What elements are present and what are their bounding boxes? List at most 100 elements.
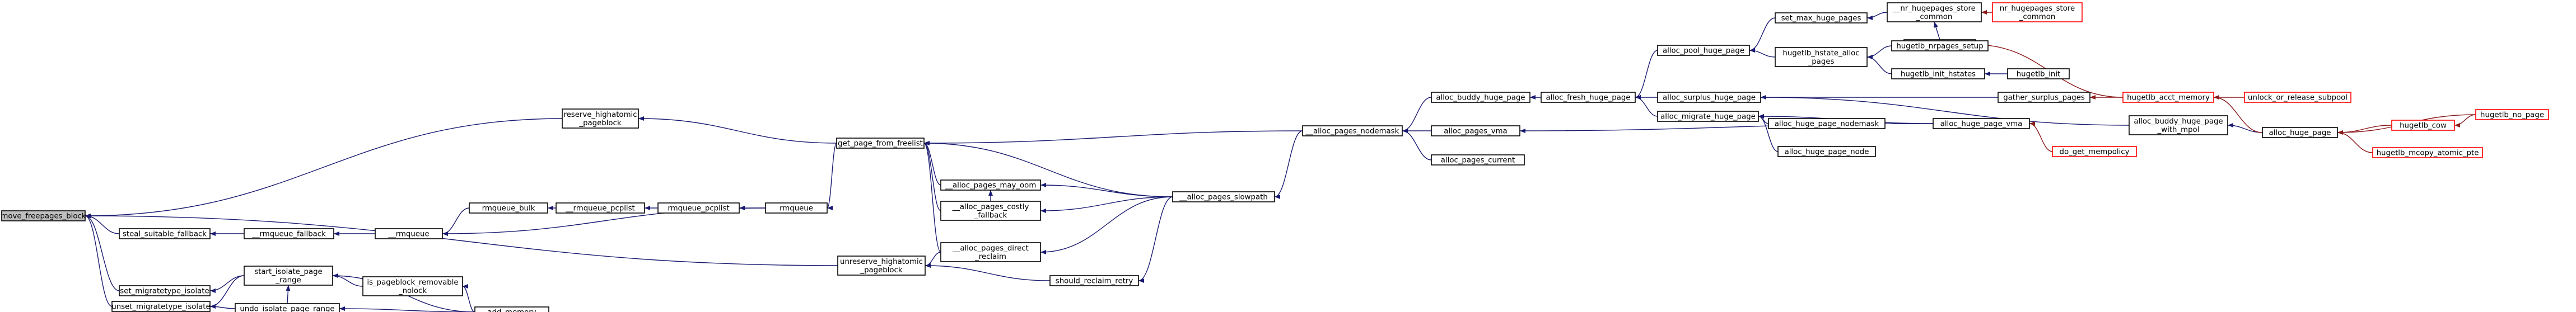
call-edge xyxy=(1274,130,1303,197)
node-box xyxy=(940,179,1041,191)
function-node-rmqueue-fallback[interactable]: __rmqueue_fallback xyxy=(244,228,334,239)
function-node-hugetlb-no-page[interactable]: hugetlb_no_page xyxy=(2475,109,2549,120)
function-node-steal-suitable-fallback[interactable]: steal_suitable_fallback xyxy=(119,228,211,239)
node-label: __alloc_pages_nodemask xyxy=(1305,127,1399,136)
function-node-hugetlb-cow[interactable]: hugetlb_cow xyxy=(2391,120,2455,131)
node-label: steal_suitable_fallback xyxy=(123,230,207,239)
call-edge xyxy=(2337,132,2373,153)
call-edge xyxy=(1040,196,1173,253)
function-node-alloc-migrate-huge-page[interactable]: alloc_migrate_huge_page xyxy=(1657,111,1759,122)
arrowhead xyxy=(2337,130,2343,135)
function-node-alloc-huge-page-nodemask[interactable]: alloc_huge_page_nodemask xyxy=(1768,118,1886,129)
function-node-rmqueue[interactable]: __rmqueue xyxy=(375,228,443,239)
node-box xyxy=(2372,147,2483,158)
node-box xyxy=(2244,92,2351,103)
function-node-alloc-surplus-huge-page[interactable]: alloc_surplus_huge_page xyxy=(1657,92,1761,103)
node-label: alloc_migrate_huge_page xyxy=(1660,113,1756,121)
node-box xyxy=(556,202,645,214)
function-node-should-reclaim-retry[interactable]: should_reclaim_retry xyxy=(1049,275,1139,286)
function-node-alloc-pages-direct-reclaim[interactable]: __alloc_pages_direct_reclaim xyxy=(940,242,1041,262)
call-edge xyxy=(2029,123,2053,152)
node-label: __alloc_pages_direct xyxy=(952,244,1029,253)
function-node-alloc-pages-costly-fallback[interactable]: __alloc_pages_costly_fallback xyxy=(940,201,1041,221)
function-node-alloc-pages-may-oom[interactable]: __alloc_pages_may_oom xyxy=(940,179,1041,191)
function-node-alloc-pages-slowpath[interactable]: __alloc_pages_slowpath xyxy=(1172,191,1275,202)
call-edge xyxy=(462,286,475,312)
function-node-undo-isolate-page-range[interactable]: undo_isolate_page_range xyxy=(235,303,340,312)
function-node-alloc-buddy-huge-page[interactable]: alloc_buddy_huge_page xyxy=(1431,92,1530,103)
call-edge xyxy=(925,265,1051,281)
function-node-reserve-highatomic-pageblock[interactable]: reserve_highatomic_pageblock xyxy=(562,108,639,129)
node-box xyxy=(1,210,86,221)
call-edge xyxy=(923,130,1303,144)
function-node-move-freepages-block[interactable]: move_freepages_block xyxy=(1,210,86,221)
node-label: _pages xyxy=(1808,58,1835,66)
node-box xyxy=(2052,146,2137,157)
node-box xyxy=(1775,12,1868,23)
function-node-alloc-pages-current[interactable]: alloc_pages_current xyxy=(1431,154,1525,166)
node-label: alloc_surplus_huge_page xyxy=(1663,94,1756,102)
node-label: alloc_huge_page xyxy=(2269,129,2331,138)
node-box xyxy=(119,228,211,239)
arrowhead xyxy=(334,231,339,236)
node-box xyxy=(1777,146,1876,157)
function-node-alloc-fresh-huge-page[interactable]: alloc_fresh_huge_page xyxy=(1541,92,1636,103)
arrowhead xyxy=(1749,48,1755,53)
node-box xyxy=(940,201,1041,221)
function-node-alloc-huge-page-vma[interactable]: alloc_huge_page_vma xyxy=(1933,118,2030,129)
function-node-is-pageblock-removable-nolock[interactable]: is_pageblock_removable_nolock xyxy=(362,276,463,296)
arrowhead xyxy=(1985,72,1990,76)
node-box xyxy=(765,202,828,214)
function-node-hugetlb-nrpages-setup[interactable]: hugetlb_nrpages_setup xyxy=(1891,40,1989,51)
node-label: rmqueue_bulk xyxy=(482,205,535,213)
function-node-start-isolate-page-range[interactable]: start_isolate_page_range xyxy=(244,266,333,286)
node-box xyxy=(2007,68,2070,79)
function-node-rmqueue[interactable]: rmqueue xyxy=(765,202,828,214)
node-box xyxy=(1431,154,1525,166)
function-node-unlock-or-release-subpool[interactable]: unlock_or_release_subpool xyxy=(2244,92,2351,103)
function-node-hugetlb-init-hstates[interactable]: hugetlb_init_hstates xyxy=(1891,68,1985,79)
function-node-alloc-huge-page-node[interactable]: alloc_huge_page_node xyxy=(1777,146,1876,157)
node-box xyxy=(837,256,926,276)
node-label: _reclaim xyxy=(974,253,1006,261)
node-box xyxy=(119,285,211,296)
function-node-hugetlb-hstate-alloc-pages[interactable]: hugetlb_hstate_alloc_pages xyxy=(1775,47,1868,67)
node-label: _with_mpol xyxy=(2157,126,2200,134)
function-node-hugetlb-mcopy-atomic-pte[interactable]: hugetlb_mcopy_atomic_pte xyxy=(2372,147,2483,158)
node-box xyxy=(1657,111,1759,122)
function-node-alloc-buddy-huge-page-with-mpol[interactable]: alloc_buddy_huge_page_with_mpol xyxy=(2129,115,2228,135)
function-node-gather-surplus-pages[interactable]: gather_surplus_pages xyxy=(1998,92,2090,103)
function-node-get-page-from-freelist[interactable]: get_page_from_freelist xyxy=(836,138,925,149)
call-edge xyxy=(827,143,837,209)
node-label: do_get_mempolicy xyxy=(2060,148,2130,157)
function-node-unset-migratetype-isolate[interactable]: unset_migratetype_isolate xyxy=(111,301,211,312)
node-label: __alloc_pages_costly xyxy=(952,203,1029,211)
node-box xyxy=(1891,68,1985,79)
function-node-nr-hugepages-store-common[interactable]: __nr_hugepages_store_common xyxy=(1887,2,1982,22)
function-node-nr-hugepages-store-common[interactable]: nr_hugepages_store_common xyxy=(1992,2,2083,22)
function-node-alloc-pages-vma[interactable]: alloc_pages_vma xyxy=(1431,125,1520,136)
function-node-set-max-huge-pages[interactable]: set_max_huge_pages xyxy=(1775,12,1868,23)
node-label: _common xyxy=(2019,13,2056,21)
function-node-alloc-pages-nodemask[interactable]: __alloc_pages_nodemask xyxy=(1302,125,1403,136)
function-node-rmqueue-pcplist[interactable]: __rmqueue_pcplist xyxy=(556,202,645,214)
function-node-alloc-pool-huge-page[interactable]: alloc_pool_huge_page xyxy=(1657,45,1750,56)
node-label: rmqueue_pcplist xyxy=(668,205,729,213)
arrowhead xyxy=(286,285,291,291)
function-node-add-memory[interactable]: add_memory xyxy=(474,306,549,312)
function-node-rmqueue-bulk[interactable]: rmqueue_bulk xyxy=(469,202,548,214)
function-node-unreserve-highatomic-pageblock[interactable]: unreserve_highatomic_pageblock xyxy=(837,256,926,276)
node-label: _nolock xyxy=(398,287,427,295)
arrowhead xyxy=(2214,95,2219,100)
arrowhead xyxy=(1402,129,1408,133)
function-node-hugetlb-init[interactable]: hugetlb_init xyxy=(2007,68,2070,79)
call-edge xyxy=(1138,196,1173,281)
function-node-do-get-mempolicy[interactable]: do_get_mempolicy xyxy=(2052,146,2137,157)
node-label: _pageblock xyxy=(578,119,621,127)
function-node-hugetlb-acct-memory[interactable]: hugetlb_acct_memory xyxy=(2122,92,2214,103)
function-node-set-migratetype-isolate[interactable]: set_migratetype_isolate xyxy=(119,285,211,296)
node-label: is_pageblock_removable xyxy=(367,278,458,287)
function-node-alloc-huge-page[interactable]: alloc_huge_page xyxy=(2262,127,2338,138)
node-box xyxy=(1775,47,1868,67)
function-node-rmqueue-pcplist[interactable]: rmqueue_pcplist xyxy=(657,202,740,214)
